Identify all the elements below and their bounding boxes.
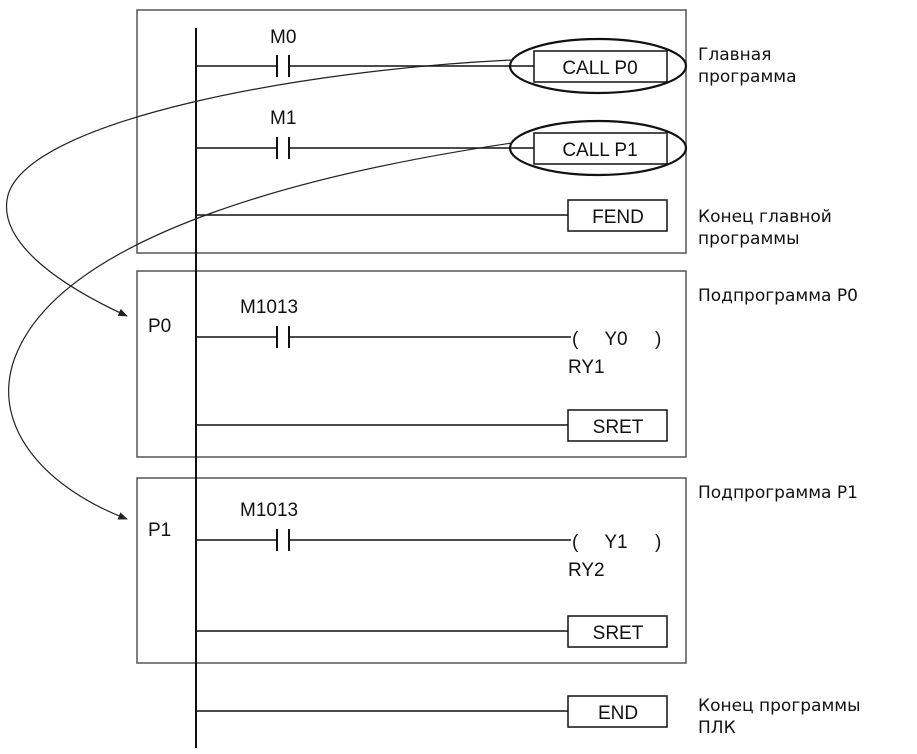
pointer-p1-label: P1 bbox=[148, 520, 171, 541]
fend-annotation: Конец главной программы bbox=[698, 206, 832, 250]
call-p0-box bbox=[533, 50, 668, 83]
coil-y1-comment: RY2 bbox=[568, 560, 605, 581]
fend-annotation-line2: программы bbox=[698, 229, 800, 249]
subroutine-p0-frame bbox=[136, 270, 687, 458]
end-annotation-line1: Конец программы bbox=[698, 696, 861, 716]
fend-label: FEND bbox=[592, 207, 644, 228]
main-program-frame bbox=[136, 9, 687, 254]
coil-y0-open: ( bbox=[572, 329, 579, 350]
subroutine-p1-frame bbox=[136, 477, 687, 664]
coil-y1-close: ) bbox=[655, 532, 661, 553]
coil-y1-label: Y1 bbox=[604, 532, 627, 553]
end-annotation-line2: ПЛК bbox=[698, 718, 736, 738]
end-box bbox=[567, 695, 668, 728]
sret-p0-label: SRET bbox=[593, 417, 644, 438]
sret-p1-label: SRET bbox=[593, 623, 644, 644]
call-p1-box bbox=[533, 132, 668, 165]
coil-y0-label: Y0 bbox=[604, 329, 627, 350]
coil-y1-open: ( bbox=[572, 532, 579, 553]
contact-p0-m1013-label: M1013 bbox=[240, 297, 298, 318]
sret-p0-box bbox=[567, 409, 668, 442]
call-p0-highlight bbox=[508, 37, 688, 95]
end-label: END bbox=[598, 703, 638, 724]
call-p0-jump-arrow bbox=[5, 59, 513, 317]
call-p1-highlight bbox=[508, 119, 688, 177]
main-program-annotation-line1: Главная bbox=[698, 45, 772, 65]
fend-annotation-line1: Конец главной bbox=[698, 207, 832, 227]
contact-p1-m1013-label: M1013 bbox=[240, 500, 298, 521]
sret-p1-box bbox=[567, 615, 668, 648]
fend-box bbox=[567, 199, 668, 232]
call-p0-label: CALL P0 bbox=[562, 58, 637, 79]
main-program-annotation-line2: программа bbox=[698, 67, 797, 87]
call-p1-jump-arrow bbox=[8, 142, 513, 520]
coil-y0-close: ) bbox=[655, 329, 661, 350]
end-annotation: Конец программы ПЛК bbox=[698, 695, 861, 739]
main-program-annotation: Главная программа bbox=[698, 44, 797, 88]
subroutine-p1-annotation: Подпрограмма P1 bbox=[698, 483, 858, 503]
pointer-p0-label: P0 bbox=[148, 316, 171, 337]
contact-m0-label: M0 bbox=[270, 27, 296, 48]
call-p1-label: CALL P1 bbox=[562, 140, 637, 161]
contact-m1-label: M1 bbox=[270, 108, 296, 129]
subroutine-p0-annotation: Подпрограмма P0 bbox=[698, 286, 858, 306]
coil-y0-comment: RY1 bbox=[568, 357, 605, 378]
